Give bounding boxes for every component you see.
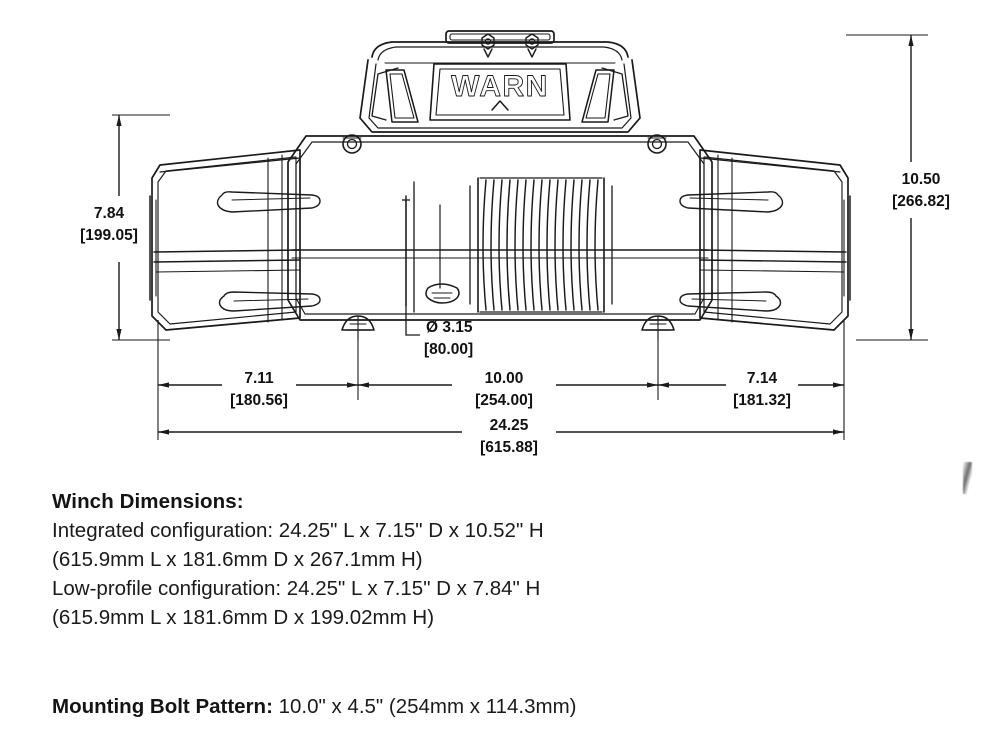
left-housing <box>149 149 321 331</box>
dim-label-height-low-profile-in: 7.84 <box>94 205 125 222</box>
winch-technical-drawing: WARN <box>80 30 950 456</box>
dim-label-bolt-pattern-span-in: 10.00 <box>485 370 524 387</box>
spec-line-lowprofile-mm: (615.9mm L x 181.6mm D x 199.02mm H) <box>52 606 435 630</box>
spec-line-lowprofile-in: Low-profile configuration: 24.25" L x 7.… <box>52 577 541 601</box>
dimension-labels: 7.84 [199.05] 10.50 [266.82] 7.11 [180.5… <box>80 171 950 456</box>
dimension-lines <box>112 34 928 440</box>
spec-line-integrated-in: Integrated configuration: 24.25" L x 7.1… <box>52 519 544 543</box>
dim-label-overall-length-mm: [615.88] <box>480 439 538 456</box>
dim-label-left-foot-span-mm: [180.56] <box>230 392 288 409</box>
winch-body-outline: WARN <box>149 30 851 341</box>
dim-label-right-foot-span-mm: [181.32] <box>733 392 791 409</box>
rope-hook-stub <box>425 204 460 304</box>
dim-label-height-integrated-mm: [266.82] <box>892 193 950 210</box>
mounting-foot-right <box>641 315 675 341</box>
cable-drum <box>405 177 613 313</box>
dim-label-right-foot-span-in: 7.14 <box>747 370 778 387</box>
dim-label-drum-diameter-in: Ø 3.15 <box>426 319 473 336</box>
warn-logo: WARN <box>451 70 549 104</box>
bolt-pattern-value: 10.0" x 4.5" (254mm x 114.3mm) <box>272 695 577 718</box>
svg-text:WARN: WARN <box>451 70 549 103</box>
dim-label-drum-diameter-mm: [80.00] <box>424 341 473 358</box>
dim-label-overall-length-in: 24.25 <box>490 417 529 434</box>
bolt-pattern-label: Mounting Bolt Pattern: <box>52 695 273 718</box>
tie-bolt-right <box>647 134 667 154</box>
dim-label-height-low-profile-mm: [199.05] <box>80 227 138 244</box>
spec-heading: Winch Dimensions: <box>52 490 244 513</box>
dim-label-left-foot-span-in: 7.11 <box>244 370 274 387</box>
right-housing <box>679 149 851 331</box>
handle-bolt-left <box>481 33 495 58</box>
dim-label-height-integrated-in: 10.50 <box>902 171 941 188</box>
dim-label-bolt-pattern-span-mm: [254.00] <box>475 392 533 409</box>
scan-edge-artifact <box>963 462 972 494</box>
tie-bolt-left <box>342 134 362 154</box>
handle-bar <box>371 30 629 64</box>
handle-bolt-right <box>525 33 539 58</box>
spec-line-integrated-mm: (615.9mm L x 181.6mm D x 267.1mm H) <box>52 548 423 572</box>
mounting-bolt-pattern-spec: Mounting Bolt Pattern: 10.0" x 4.5" (254… <box>52 692 952 721</box>
winch-dimensions-spec: Winch Dimensions: Integrated configurati… <box>52 487 952 633</box>
control-pack-housing <box>359 59 641 133</box>
rope-coils <box>482 179 599 311</box>
dim-drum-diameter <box>402 199 420 336</box>
